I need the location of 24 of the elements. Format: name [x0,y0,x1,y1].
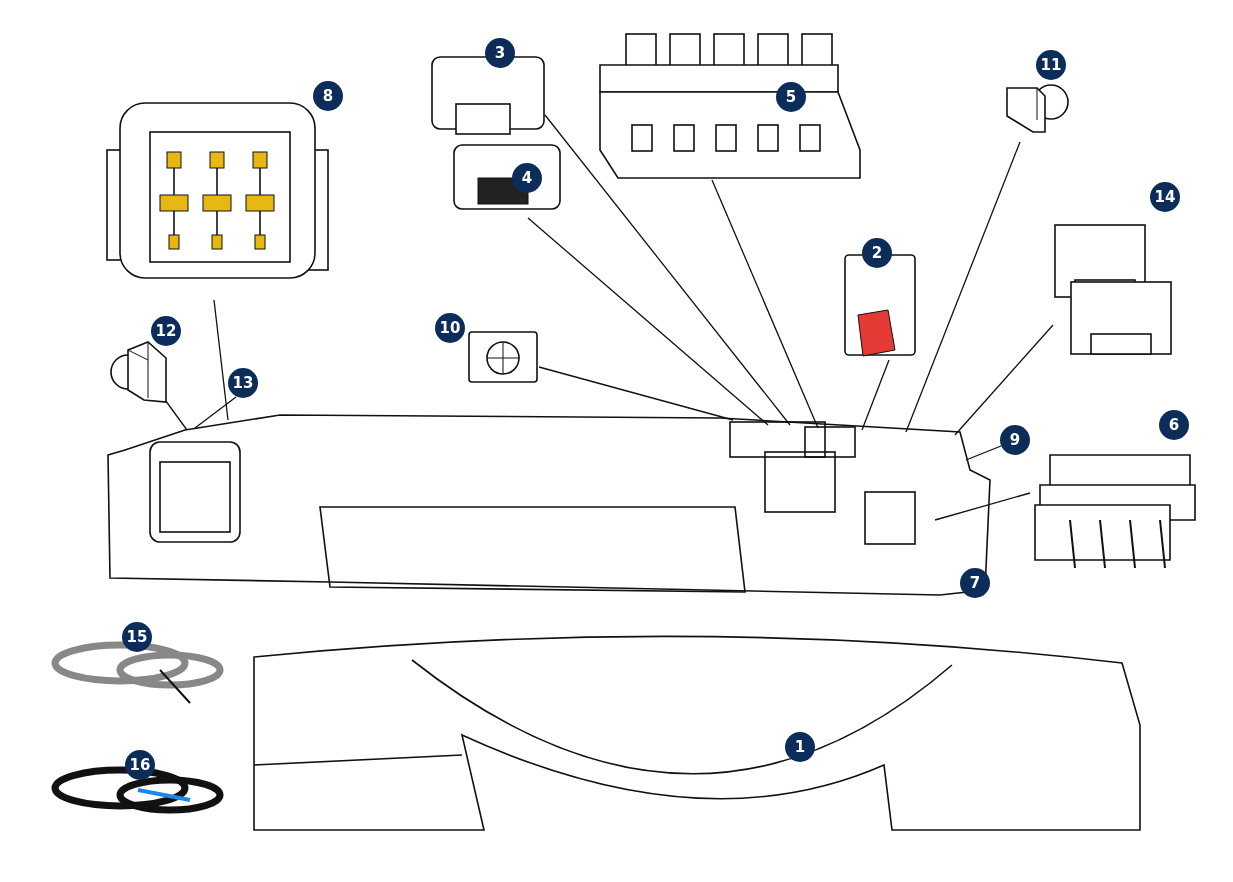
callout-number: 11 [1036,50,1066,80]
leader-line [213,299,229,421]
callout-number: 14 [1150,182,1180,212]
callout-number: 6 [1159,410,1189,440]
callout-number: 13 [228,368,258,398]
leader-line [905,141,1021,433]
leader-line [861,359,890,431]
callout-number: 9 [1000,425,1030,455]
callout-number: 3 [485,38,515,68]
callout-number: 15 [122,622,152,652]
callout-number: 7 [960,568,990,598]
leader-line [711,179,819,429]
leader-line [194,396,237,429]
leader-line [954,324,1054,436]
callout-number: 12 [151,316,181,346]
leader-line [527,217,769,426]
leader-line [934,492,1031,521]
callout-number: 2 [862,238,892,268]
callout-number: 8 [313,81,343,111]
callout-number: 16 [125,750,155,780]
leader-line [965,445,1002,461]
leader-line [538,366,734,421]
callout-number: 10 [435,313,465,343]
leader-line [544,114,791,426]
